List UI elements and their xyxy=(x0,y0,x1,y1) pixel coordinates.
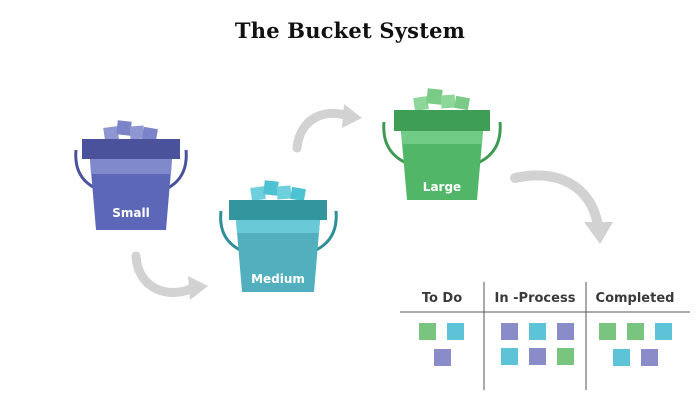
task-card-green xyxy=(557,348,574,365)
bucket-small-body xyxy=(90,159,172,230)
task-card-green xyxy=(419,323,436,340)
flow-arrow-medium-to-large xyxy=(292,104,362,153)
column-cards-completed xyxy=(599,323,672,366)
bucket-medium-label: Medium xyxy=(251,272,305,286)
bucket-small-cubes xyxy=(103,120,158,142)
kanban-board: To Do In -Process Completed xyxy=(400,282,690,390)
task-card-teal xyxy=(501,348,518,365)
bucket-small-rim xyxy=(82,139,180,159)
bucket-medium: Medium xyxy=(219,180,338,292)
task-card-purple xyxy=(557,323,574,340)
task-card-teal xyxy=(613,349,630,366)
bucket-large-label: Large xyxy=(423,180,461,194)
column-header-todo: To Do xyxy=(422,291,462,306)
task-card-teal xyxy=(447,323,464,340)
bucket-large-body xyxy=(401,131,483,200)
flow-arrow-small-to-medium xyxy=(131,251,208,300)
task-card-purple xyxy=(641,349,658,366)
diagram-title: The Bucket System xyxy=(234,18,466,43)
bucket-small: Small xyxy=(74,120,188,230)
task-card-purple xyxy=(434,349,451,366)
column-header-in-process: In -Process xyxy=(495,291,576,306)
bucket-small-label: Small xyxy=(112,206,149,220)
bucket-medium-cubes xyxy=(250,180,306,202)
column-cards-in-process xyxy=(501,323,574,365)
task-card-green xyxy=(627,323,644,340)
task-card-purple xyxy=(501,323,518,340)
flow-arrow-large-to-board xyxy=(510,170,613,244)
bucket-large-cubes xyxy=(413,88,470,111)
bucket-large: Large xyxy=(382,88,502,200)
column-header-completed: Completed xyxy=(596,291,675,306)
column-cards-todo xyxy=(419,323,464,366)
task-card-teal xyxy=(655,323,672,340)
bucket-large-rim xyxy=(394,110,490,131)
bucket-medium-rim xyxy=(229,200,327,220)
task-card-green xyxy=(599,323,616,340)
task-card-teal xyxy=(529,323,546,340)
task-card-purple xyxy=(529,348,546,365)
bucket-medium-body xyxy=(236,220,320,292)
